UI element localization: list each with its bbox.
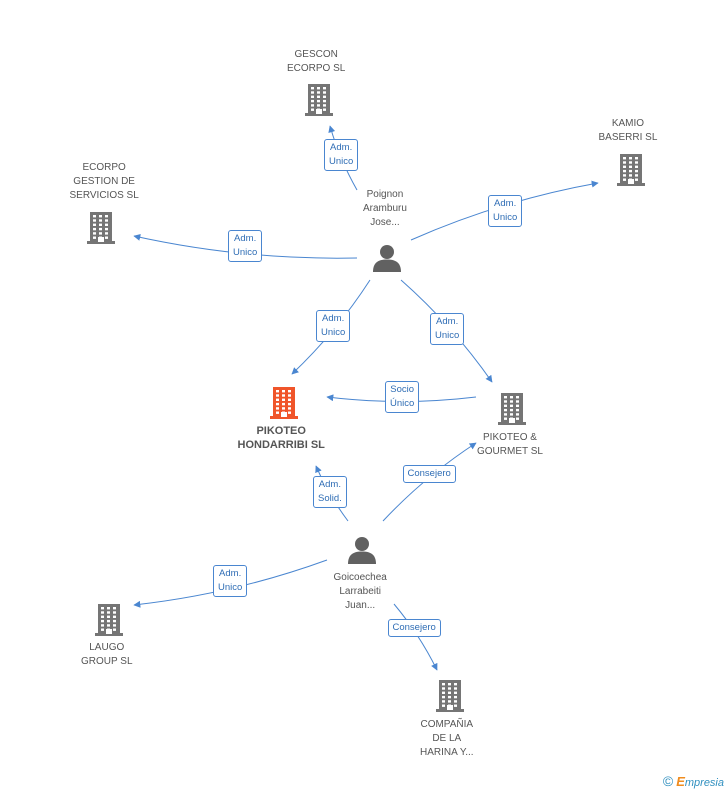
edge-label-poignon-to-kamio[interactable]: Adm. Unico xyxy=(488,195,523,227)
edge-label-text: Adm. xyxy=(219,568,242,579)
node-label-line: COMPAÑIA xyxy=(420,719,474,730)
edge-label-text: Solid. xyxy=(318,493,342,504)
node-label-pikoteo_h[interactable]: PIKOTEO HONDARRIBI SL xyxy=(238,424,325,452)
node-label-line: Aramburu xyxy=(363,203,407,214)
person-icon[interactable] xyxy=(372,243,402,273)
edge-label-poignon-to-ecorpo[interactable]: Adm. Unico xyxy=(228,230,263,262)
edge-label-goicoechea-to-pikoteo_g[interactable]: Consejero xyxy=(402,465,456,483)
node-label-line: DE LA xyxy=(432,733,462,744)
node-label-ecorpo[interactable]: ECORPO GESTION DE SERVICIOS SL xyxy=(70,161,139,203)
edge-label-text: Adm. xyxy=(318,479,341,490)
edge-label-goicoechea-to-compania[interactable]: Consejero xyxy=(387,619,441,637)
building-icon[interactable] xyxy=(86,211,116,245)
copyright-symbol: © xyxy=(662,773,674,789)
edge-label-goicoechea-to-pikoteo_h[interactable]: Adm. Solid. xyxy=(313,476,347,508)
edge-label-text: Consejero xyxy=(392,622,436,633)
edge-label-poignon-to-pikoteo_g[interactable]: Adm. Unico xyxy=(430,313,465,345)
node-label-line: PIKOTEO & xyxy=(483,432,537,443)
brand-initial: E xyxy=(676,774,685,789)
node-label-line: GROUP SL xyxy=(81,656,133,667)
building-icon[interactable] xyxy=(616,153,646,187)
edge-label-text: Unico xyxy=(435,330,460,341)
node-label-line: BASERRI SL xyxy=(598,132,658,143)
node-label-pikoteo_g[interactable]: PIKOTEO & GOURMET SL xyxy=(477,431,543,459)
edge-label-text: Unico xyxy=(218,582,243,593)
node-label-line: GOURMET SL xyxy=(477,446,543,457)
edge-label-poignon-to-gescon[interactable]: Adm. Unico xyxy=(324,139,359,171)
edge-label-text: Adm. xyxy=(494,198,517,209)
node-label-line: KAMIO xyxy=(611,118,645,129)
node-label-gescon[interactable]: GESCON ECORPO SL xyxy=(287,48,345,76)
person-icon[interactable] xyxy=(347,535,377,565)
brand-name: mpresia xyxy=(684,777,724,789)
edge-label-text: Socio xyxy=(390,384,415,395)
edge-label-text: Adm. xyxy=(322,313,345,324)
edge-label-text: Unico xyxy=(329,156,354,167)
edge-label-text: Adm. xyxy=(330,142,353,153)
edge-label-poignon-to-pikoteo_h[interactable]: Adm. Unico xyxy=(316,310,351,342)
node-label-line: GESCON xyxy=(294,49,338,60)
node-label-line: Jose... xyxy=(370,217,400,228)
empresia-watermark: ©Empresia xyxy=(663,773,724,789)
building-icon[interactable] xyxy=(304,83,334,117)
building-icon[interactable] xyxy=(269,386,299,420)
edge-label-text: Consejero xyxy=(407,468,451,479)
edge-label-text: Adm. xyxy=(234,233,257,244)
node-label-line: HONDARRIBI SL xyxy=(237,439,325,451)
node-label-line: Larrabeiti xyxy=(339,586,382,597)
edge-goicoechea-to-compania xyxy=(393,603,438,671)
building-icon[interactable] xyxy=(435,679,465,713)
edge-label-text: Unico xyxy=(493,212,518,223)
node-label-line: PIKOTEO xyxy=(256,425,306,437)
node-label-line: Goicoechea xyxy=(333,572,387,583)
node-label-line: LAUGO xyxy=(89,642,125,653)
node-label-line: Poignon xyxy=(366,189,404,200)
node-label-kamio[interactable]: KAMIO BASERRI SL xyxy=(599,117,658,145)
node-label-compania[interactable]: COMPAÑIA DE LA HARINA Y... xyxy=(420,718,474,760)
node-label-line: ECORPO SL xyxy=(287,63,346,74)
edge-label-text: Unico xyxy=(233,247,258,258)
edge-label-text: Unico xyxy=(321,327,346,338)
edge-label-goicoechea-to-laugo[interactable]: Adm. Unico xyxy=(213,565,248,597)
node-label-line: ECORPO xyxy=(82,162,126,173)
node-label-line: Juan... xyxy=(345,600,376,611)
edge-label-text: Adm. xyxy=(436,316,459,327)
building-icon[interactable] xyxy=(497,392,527,426)
node-label-laugo[interactable]: LAUGO GROUP SL xyxy=(81,641,133,669)
node-label-line: HARINA Y... xyxy=(420,747,474,758)
node-label-line: GESTION DE xyxy=(73,176,135,187)
building-icon[interactable] xyxy=(94,603,124,637)
edge-label-text: Único xyxy=(390,398,415,409)
node-label-line: SERVICIOS SL xyxy=(69,190,139,201)
